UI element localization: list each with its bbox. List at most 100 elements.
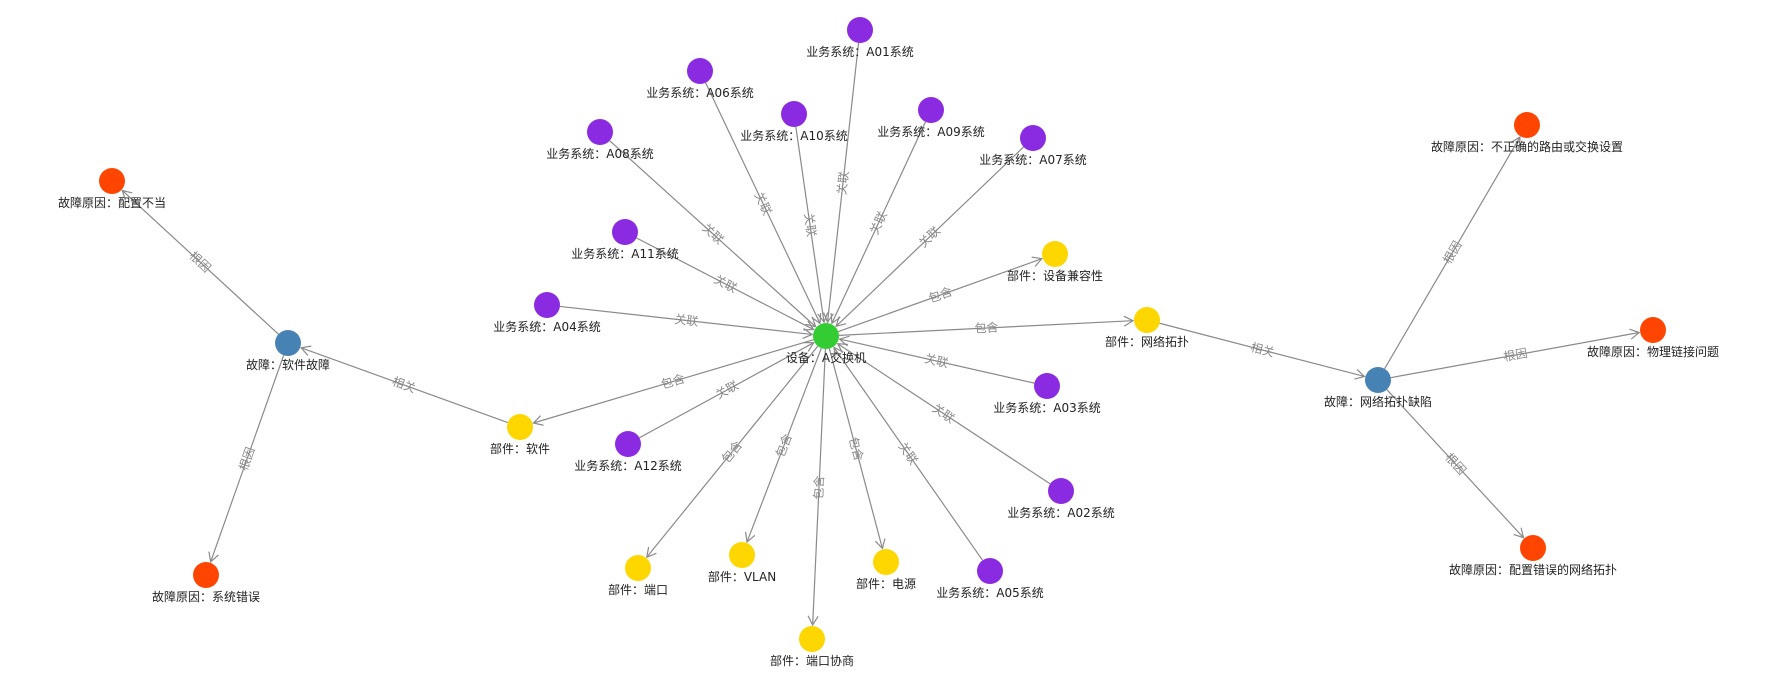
- edge-label: 关联: [895, 440, 920, 468]
- edge-swfault-syserror: 根因: [208, 355, 285, 563]
- node-a04[interactable]: 业务系统：A04系统: [493, 292, 601, 334]
- business-node-circle[interactable]: [847, 17, 873, 43]
- business-node-circle[interactable]: [1034, 373, 1060, 399]
- edge-label: 关联: [930, 401, 958, 426]
- node-a11[interactable]: 业务系统：A11系统: [571, 219, 679, 261]
- edge-line: [705, 82, 821, 324]
- edge-label: 包含: [846, 435, 867, 462]
- node-physical[interactable]: 故障原因：物理链接问题: [1587, 317, 1719, 359]
- edge-arrow: [1513, 527, 1525, 539]
- business-node-circle[interactable]: [534, 292, 560, 318]
- edge-label: 关联: [712, 272, 740, 295]
- node-label: 业务系统：A10系统: [740, 128, 847, 143]
- component-node-circle[interactable]: [507, 414, 533, 440]
- edge-line: [639, 342, 814, 439]
- node-a06[interactable]: 业务系统：A06系统: [646, 58, 754, 100]
- node-syserror[interactable]: 故障原因：系统错误: [152, 562, 260, 604]
- node-label: 部件：端口: [608, 582, 668, 597]
- node-power[interactable]: 部件：电源: [856, 549, 916, 591]
- edge-label: 关联: [674, 312, 699, 329]
- node-a01[interactable]: 业务系统：A01系统: [806, 17, 914, 59]
- node-label: 故障原因：不正确的路由或交换设置: [1431, 139, 1623, 154]
- business-node-circle[interactable]: [587, 119, 613, 145]
- nodes-layer: 设备：A交换机业务系统：A01系统业务系统：A06系统业务系统：A10系统业务系…: [58, 17, 1719, 668]
- component-node-circle[interactable]: [1042, 241, 1068, 267]
- cause-node-circle[interactable]: [99, 168, 125, 194]
- node-routing[interactable]: 故障原因：不正确的路由或交换设置: [1431, 112, 1623, 154]
- edge-label: 关联: [752, 190, 775, 218]
- fault-node-circle[interactable]: [275, 330, 301, 356]
- edge-a01-device: 关联: [823, 42, 860, 324]
- device-node-circle[interactable]: [813, 323, 839, 349]
- cause-node-circle[interactable]: [1514, 112, 1540, 138]
- node-negotiation[interactable]: 部件：端口协商: [770, 626, 854, 668]
- node-compat[interactable]: 部件：设备兼容性: [1007, 241, 1103, 283]
- edge-software-swfault: 相关: [300, 345, 508, 424]
- business-node-circle[interactable]: [1048, 478, 1074, 504]
- edge-line: [746, 347, 822, 543]
- node-label: 业务系统：A05系统: [936, 585, 1043, 600]
- edge-line: [1159, 322, 1365, 378]
- node-a07[interactable]: 业务系统：A07系统: [979, 125, 1087, 167]
- node-a10[interactable]: 业务系统：A10系统: [740, 101, 848, 143]
- edge-line: [533, 339, 814, 424]
- component-node-circle[interactable]: [625, 555, 651, 581]
- node-misconfig[interactable]: 故障原因：配置不当: [58, 168, 166, 210]
- business-node-circle[interactable]: [615, 431, 641, 457]
- edge-a03-device: 关联: [838, 335, 1035, 384]
- cause-node-circle[interactable]: [1640, 317, 1666, 343]
- node-a09[interactable]: 业务系统：A09系统: [877, 97, 985, 139]
- business-node-circle[interactable]: [781, 101, 807, 127]
- edge-arrow: [1354, 368, 1366, 380]
- node-label: 业务系统：A06系统: [646, 85, 753, 100]
- node-label: 部件：网络拓扑: [1105, 334, 1189, 349]
- component-node-circle[interactable]: [1134, 307, 1160, 333]
- node-label: 设备：A交换机: [786, 350, 866, 365]
- edge-arrow: [803, 320, 815, 331]
- edge-arrow: [802, 328, 814, 339]
- component-node-circle[interactable]: [873, 549, 899, 575]
- node-a03[interactable]: 业务系统：A03系统: [993, 373, 1101, 415]
- node-a12[interactable]: 业务系统：A12系统: [574, 431, 682, 473]
- node-port[interactable]: 部件：端口: [608, 555, 668, 597]
- node-label: 业务系统：A02系统: [1007, 505, 1114, 520]
- node-swfault[interactable]: 故障：软件故障: [246, 330, 330, 372]
- node-label: 故障原因：配置错误的网络拓扑: [1449, 562, 1617, 577]
- business-node-circle[interactable]: [1020, 125, 1046, 151]
- edge-arrow: [1510, 136, 1521, 148]
- edge-line: [300, 347, 508, 424]
- edge-topo-topofault: 相关: [1159, 322, 1366, 380]
- edge-arrow: [830, 312, 841, 325]
- edge-arrow: [646, 546, 657, 559]
- business-node-circle[interactable]: [977, 558, 1003, 584]
- node-label: 业务系统：A03系统: [993, 400, 1100, 415]
- edge-a09-device: 关联: [830, 121, 927, 325]
- node-wrongtopo[interactable]: 故障原因：配置错误的网络拓扑: [1449, 535, 1617, 577]
- node-vlan[interactable]: 部件：VLAN: [708, 542, 776, 584]
- edge-line: [837, 343, 1051, 485]
- node-a05[interactable]: 业务系统：A05系统: [936, 558, 1044, 600]
- cause-node-circle[interactable]: [193, 562, 219, 588]
- business-node-circle[interactable]: [687, 58, 713, 84]
- node-a08[interactable]: 业务系统：A08系统: [546, 119, 654, 161]
- edge-device-negotiation: 包含: [807, 348, 827, 627]
- node-topofault[interactable]: 故障：网络拓扑缺陷: [1324, 367, 1432, 409]
- business-node-circle[interactable]: [918, 97, 944, 123]
- node-label: 业务系统：A11系统: [571, 246, 678, 261]
- node-label: 业务系统：A07系统: [979, 152, 1086, 167]
- node-a02[interactable]: 业务系统：A02系统: [1007, 478, 1115, 520]
- business-node-circle[interactable]: [612, 219, 638, 245]
- edge-line: [826, 42, 860, 323]
- node-software[interactable]: 部件：软件: [490, 414, 550, 456]
- edge-arrow: [874, 538, 886, 550]
- node-device[interactable]: 设备：A交换机: [786, 323, 866, 365]
- fault-node-circle[interactable]: [1365, 367, 1391, 393]
- edge-arrow: [300, 345, 312, 356]
- edge-label: 关联: [713, 378, 741, 402]
- node-topo[interactable]: 部件：网络拓扑: [1105, 307, 1189, 349]
- cause-node-circle[interactable]: [1520, 535, 1546, 561]
- edge-arrow: [121, 189, 133, 201]
- node-label: 业务系统：A01系统: [806, 44, 913, 59]
- component-node-circle[interactable]: [799, 626, 825, 652]
- component-node-circle[interactable]: [729, 542, 755, 568]
